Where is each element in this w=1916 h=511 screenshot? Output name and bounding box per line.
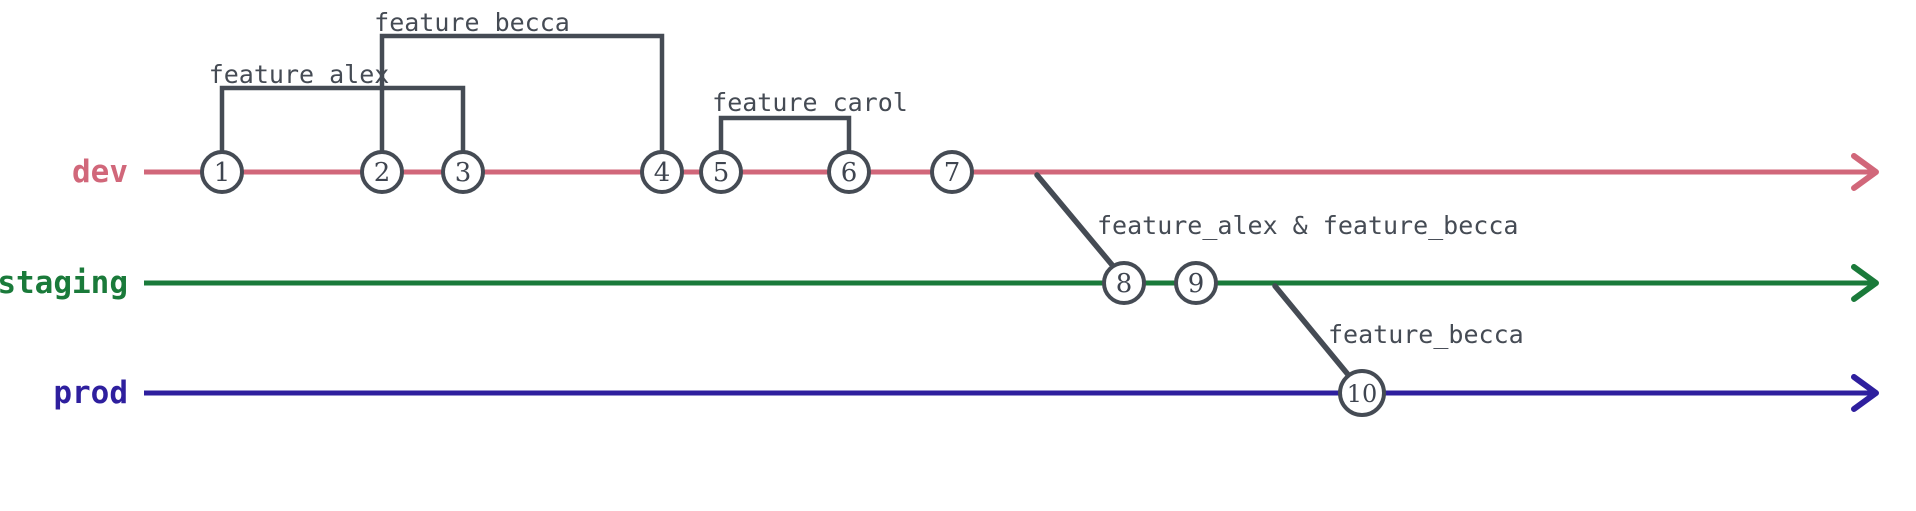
- branch-lane-prod[interactable]: prod: [53, 374, 1879, 412]
- merge-staging-to-prod-line: [1272, 283, 1358, 386]
- feature-brackets: feature_becca feature_alex feature_carol: [209, 8, 908, 172]
- commit-node-10[interactable]: 10: [1338, 369, 1386, 417]
- feature-bracket-alex-path: [219, 85, 466, 172]
- commit-node-5-circle: [699, 150, 743, 194]
- feature-bracket-alex-label: feature_alex: [209, 60, 390, 89]
- commit-node-2-circle: [360, 150, 404, 194]
- commit-node-3[interactable]: 3: [441, 150, 485, 194]
- feature-bracket-carol-label: feature_carol: [712, 88, 908, 117]
- commit-node-8-label: 8: [1116, 269, 1133, 299]
- commit-node-10-circle: [1338, 369, 1386, 417]
- commit-node-8[interactable]: 8: [1102, 261, 1146, 305]
- branch-lanes: dev staging prod: [0, 153, 1879, 412]
- commit-node-7-circle: [930, 150, 974, 194]
- branch-arrow-dev: [1851, 153, 1879, 191]
- commit-node-8-circle: [1102, 261, 1146, 305]
- commit-node-6-circle: [827, 150, 871, 194]
- commit-node-9-label: 9: [1188, 269, 1205, 299]
- commit-node-6[interactable]: 6: [827, 150, 871, 194]
- commit-node-1-label: 1: [214, 158, 231, 188]
- branch-label-dev: dev: [72, 154, 128, 190]
- commit-node-10-label: 10: [1347, 380, 1378, 408]
- merge-dev-to-staging[interactable]: feature_alex & feature_becca: [1034, 172, 1518, 275]
- commit-node-3-label: 3: [455, 158, 472, 188]
- branch-lane-dev[interactable]: dev: [72, 153, 1879, 191]
- commit-node-4-circle: [640, 150, 684, 194]
- merge-dev-to-staging-line: [1034, 172, 1121, 275]
- commit-node-9[interactable]: 9: [1174, 261, 1218, 305]
- commit-node-5[interactable]: 5: [699, 150, 743, 194]
- commit-node-1[interactable]: 1: [200, 150, 244, 194]
- feature-bracket-alex[interactable]: feature_alex: [209, 60, 466, 172]
- branch-arrow-prod: [1851, 374, 1879, 412]
- branch-label-staging: staging: [0, 265, 128, 301]
- commit-node-4-label: 4: [654, 158, 671, 188]
- commit-node-6-label: 6: [841, 158, 858, 188]
- commit-nodes: 1 2 3 4 5 6: [200, 150, 1386, 417]
- feature-bracket-becca[interactable]: feature_becca: [374, 8, 665, 172]
- feature-bracket-carol-path: [718, 115, 852, 172]
- commit-node-7[interactable]: 7: [930, 150, 974, 194]
- commit-node-9-circle: [1174, 261, 1218, 305]
- feature-bracket-carol[interactable]: feature_carol: [712, 88, 908, 172]
- commit-node-3-circle: [441, 150, 485, 194]
- commit-node-2-label: 2: [374, 158, 391, 188]
- feature-bracket-becca-path: [379, 33, 665, 172]
- merge-staging-to-prod-label: feature_becca: [1328, 320, 1524, 349]
- merge-dev-to-staging-label: feature_alex & feature_becca: [1097, 211, 1518, 240]
- commit-node-7-label: 7: [944, 158, 961, 188]
- commit-node-4[interactable]: 4: [640, 150, 684, 194]
- feature-bracket-becca-label: feature_becca: [374, 8, 570, 37]
- commit-node-1-circle: [200, 150, 244, 194]
- merge-staging-to-prod[interactable]: feature_becca: [1272, 283, 1524, 386]
- branch-arrow-staging: [1851, 264, 1879, 302]
- commit-node-5-label: 5: [713, 158, 730, 188]
- commit-node-2[interactable]: 2: [360, 150, 404, 194]
- merge-connectors: feature_alex & feature_becca feature_bec…: [1034, 172, 1524, 386]
- branch-lane-staging[interactable]: staging: [0, 264, 1879, 302]
- branch-label-prod: prod: [53, 375, 128, 411]
